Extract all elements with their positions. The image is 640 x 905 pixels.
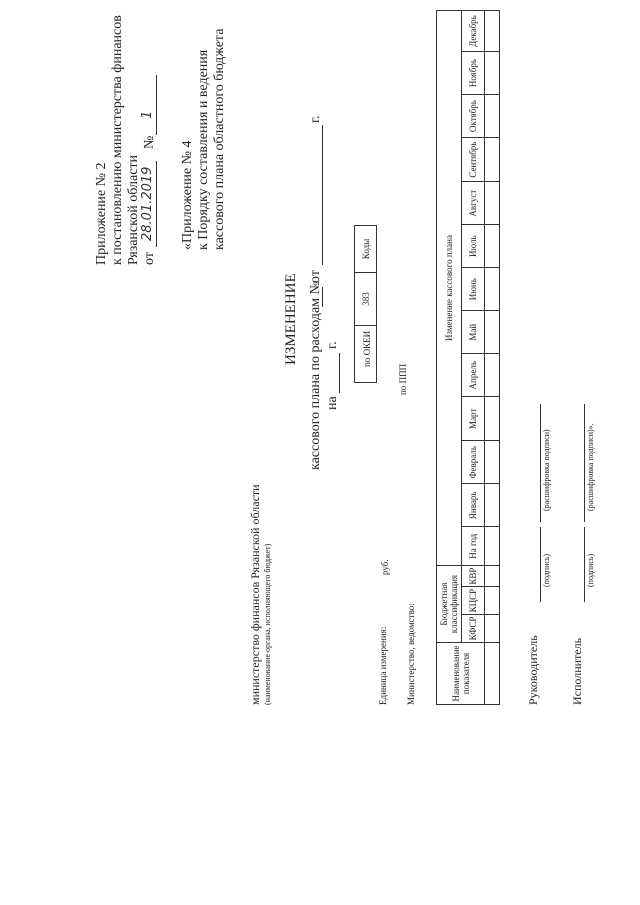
exec-sign-caption: (подпись) — [586, 553, 595, 587]
number-underline — [156, 75, 157, 135]
header-kvr: КВР — [461, 565, 485, 587]
ministry-label: Министерство, ведомство: — [406, 603, 416, 705]
appendix2-line2: к постановлению министерства финансов — [110, 15, 125, 265]
header-change-cash-plan: Изменение кассового плана — [436, 10, 462, 566]
header-month-july: Июль — [461, 224, 485, 268]
appendix2-date-handwritten: 28.01.2019 — [140, 166, 155, 241]
appendix4-line3: кассового плана областного бюджета — [212, 28, 227, 250]
na-year-underline — [339, 353, 340, 393]
appendix2-ot-label: от — [142, 252, 157, 265]
header-month-january: Январь — [461, 483, 485, 527]
head-decode-line — [540, 404, 541, 522]
appendix4-line2: к Порядку составления и ведения — [196, 49, 211, 250]
header-indicator-name: Наименование показателя — [436, 642, 485, 705]
header-month-march: Март — [461, 396, 485, 441]
header-kcsr: КЦСР — [461, 586, 485, 615]
okei-value: 383 — [354, 272, 377, 326]
unit-label: Единица измерения: — [378, 626, 388, 705]
exec-sign-line — [584, 527, 585, 602]
head-label: Руководитель — [526, 635, 540, 705]
ppp-value — [354, 325, 377, 383]
appendix2-number-handwritten: 1 — [140, 110, 155, 119]
header-month-april: Апрель — [461, 353, 485, 397]
codes-table: 383 Коды — [354, 225, 377, 383]
document-subtitle: кассового плана по расходам № — [308, 281, 323, 470]
org-name: министерство финансов Рязанской области — [248, 484, 262, 705]
unit-value: руб. — [380, 559, 390, 575]
header-month-november: Ноябрь — [461, 51, 485, 95]
subtitle-year-suffix: г. — [308, 115, 323, 123]
header-month-august: Август — [461, 181, 485, 225]
date-underline — [156, 161, 157, 247]
appendix2-no-label: № — [142, 135, 157, 149]
exec-decode-line — [584, 404, 585, 522]
header-budget-classification: Бюджетная классификация — [436, 565, 462, 643]
plan-date-underline — [322, 125, 323, 265]
table-row — [484, 10, 500, 705]
header-month-may: Май — [461, 310, 485, 354]
appendix2-line1: Приложение № 2 — [94, 162, 109, 266]
header-month-june: Июнь — [461, 267, 485, 311]
appendix4-line1: «Приложение № 4 — [180, 140, 195, 251]
header-month-december: Декабрь — [461, 10, 485, 52]
header-month-february: Февраль — [461, 440, 485, 484]
header-month-october: Октябрь — [461, 94, 485, 138]
header-year: На год — [461, 526, 485, 566]
exec-label: Исполнитель — [570, 637, 584, 705]
head-sign-caption: (подпись) — [542, 553, 551, 587]
head-decode-caption: (расшифровка подписи) — [542, 429, 551, 511]
na-label: на — [325, 396, 340, 410]
na-year-suffix: г. — [325, 341, 340, 349]
cash-plan-table: Наименование показателя Бюджетная класси… — [436, 10, 500, 705]
plan-number-underline — [322, 287, 323, 307]
document-title: ИЗМЕНЕНИЕ — [283, 273, 299, 365]
header-month-september: Сентябрь — [461, 137, 485, 182]
header-kfsr: КФСР — [461, 614, 485, 643]
codes-header: Коды — [354, 225, 377, 273]
org-caption: (наименование органа, исполняющего бюдже… — [263, 543, 272, 705]
exec-decode-caption: (расшифровка подписи)». — [586, 423, 595, 511]
ppp-label: по ППП — [398, 363, 408, 395]
subtitle-ot-label: от — [308, 270, 323, 283]
head-sign-line — [540, 527, 541, 602]
